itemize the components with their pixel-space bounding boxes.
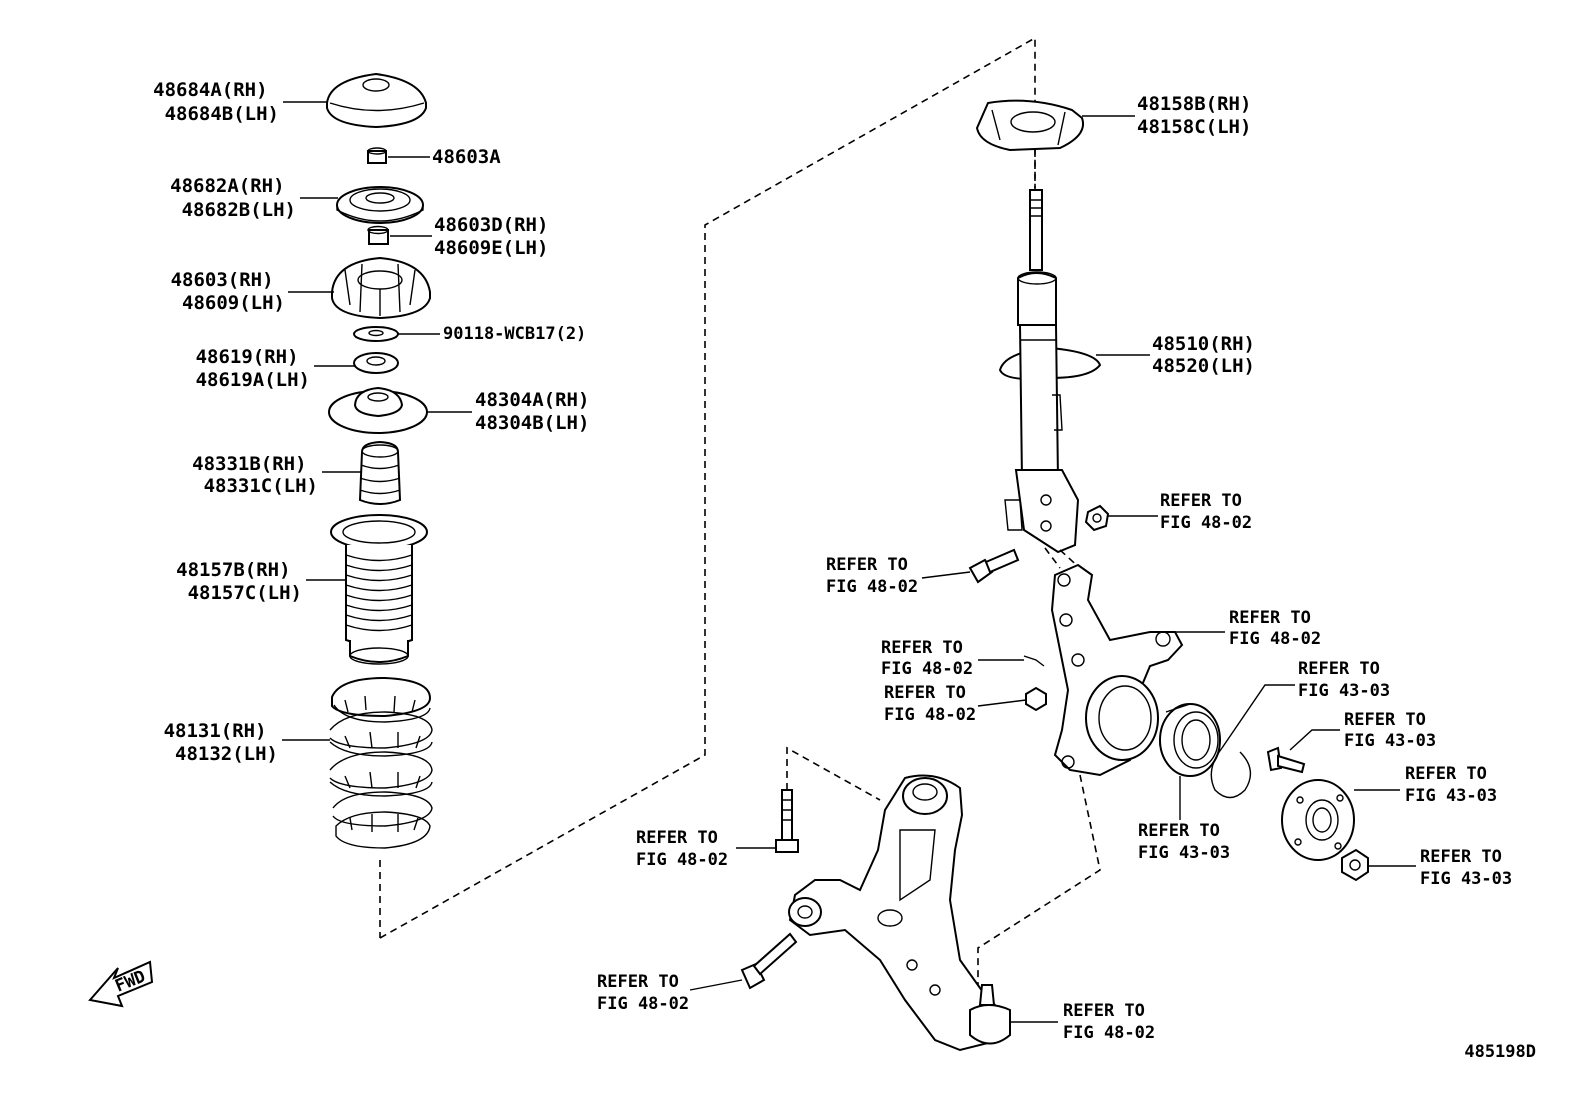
top-mount-cover-part[interactable] xyxy=(326,72,427,129)
left-leaders xyxy=(282,101,472,741)
callout-ref-ball-joint[interactable]: REFER TO FIG 48-02 xyxy=(1063,1001,1155,1043)
clip-part[interactable] xyxy=(1023,655,1045,667)
upper-insulator-part[interactable] xyxy=(975,99,1084,152)
callout-ref-nut-strut[interactable]: REFER TO FIG 48-02 xyxy=(1160,491,1252,533)
hub-nut-part[interactable] xyxy=(1341,848,1369,882)
callout-washer[interactable]: 90118-WCB17(2) xyxy=(443,324,586,344)
callout-ref-knuckle-arm[interactable]: REFER TO FIG 48-02 xyxy=(1229,608,1321,649)
strut-nut-part[interactable] xyxy=(1084,504,1110,532)
washer-part[interactable] xyxy=(353,326,399,342)
bumper-part[interactable] xyxy=(358,440,402,505)
callout-ref-bolt-strut[interactable]: REFER TO FIG 48-02 xyxy=(826,555,918,597)
callout-ref-arm-bolt-upper[interactable]: REFER TO FIG 48-02 xyxy=(636,828,728,870)
knuckle-nut-part[interactable] xyxy=(1025,686,1047,712)
callout-ref-snap-ring[interactable]: REFER TO FIG 43-03 xyxy=(1298,659,1390,701)
strut-part[interactable] xyxy=(998,189,1102,554)
arm-bolt-upper-part[interactable] xyxy=(775,789,799,853)
callout-labels: 48684A(RH) 48684B(LH) 48603A 48682A(RH) … xyxy=(153,79,1512,1043)
callout-bearing[interactable]: 48682A(RH) 48682B(LH) xyxy=(170,175,296,221)
fwd-arrow-icon: FWD xyxy=(88,960,154,1008)
hub-bolt-part[interactable] xyxy=(1266,746,1306,774)
callout-spacer[interactable]: 48619(RH) 48619A(LH) xyxy=(196,346,310,391)
coil-spring-part[interactable] xyxy=(329,676,433,849)
assembly-boundary xyxy=(379,36,1036,939)
callout-boot[interactable]: 48157B(RH) 48157C(LH) xyxy=(176,559,302,604)
callout-ref-hub[interactable]: REFER TO FIG 43-03 xyxy=(1405,764,1497,806)
nut-mid-part[interactable] xyxy=(367,225,389,245)
callout-strut[interactable]: 48510(RH) 48520(LH) xyxy=(1152,333,1266,377)
wheel-bearing-part[interactable] xyxy=(1159,703,1221,777)
callout-spring-seat[interactable]: 48304A(RH) 48304B(LH) xyxy=(475,389,601,434)
steering-knuckle-part[interactable] xyxy=(1050,563,1184,777)
lower-control-arm-part[interactable] xyxy=(788,774,1001,1052)
support-part[interactable] xyxy=(331,256,431,320)
strut-top-stack xyxy=(326,72,433,938)
callout-nut-top[interactable]: 48603A xyxy=(432,146,501,168)
callout-top-mount-cover[interactable]: 48684A(RH) 48684B(LH) xyxy=(153,79,279,125)
ball-joint-part[interactable] xyxy=(969,984,1011,1045)
nut-top-part[interactable] xyxy=(367,147,387,164)
callout-ref-hub-bolt[interactable]: REFER TO FIG 43-03 xyxy=(1344,710,1436,751)
callout-coil-spring[interactable]: 48131(RH) 48132(LH) xyxy=(164,720,278,765)
boot-part[interactable] xyxy=(330,514,428,665)
callout-support[interactable]: 48603(RH) 48609(LH) xyxy=(171,269,285,314)
callout-ref-arm-bolt-lower[interactable]: REFER TO FIG 48-02 xyxy=(597,972,689,1014)
arm-bolt-lower-part[interactable] xyxy=(740,932,798,990)
callout-upper-insulator[interactable]: 48158B(RH) 48158C(LH) xyxy=(1137,93,1263,138)
diagram-number: 485198D xyxy=(1464,1042,1536,1062)
callout-bumper[interactable]: 48331B(RH) 48331C(LH) xyxy=(192,453,318,497)
snap-ring-part[interactable] xyxy=(1210,747,1252,799)
callout-ref-wheel-bearing[interactable]: REFER TO FIG 43-03 xyxy=(1138,821,1230,863)
spring-seat-part[interactable] xyxy=(328,386,428,434)
strut-bolt-part[interactable] xyxy=(968,548,1020,584)
callout-nut-mid[interactable]: 48603D(RH) 48609E(LH) xyxy=(434,214,560,259)
callout-ref-nut-knuckle[interactable]: REFER TO FIG 48-02 xyxy=(884,683,976,725)
bearing-part[interactable] xyxy=(336,186,424,224)
spacer-part[interactable] xyxy=(353,352,399,374)
callout-ref-clip[interactable]: REFER TO FIG 48-02 xyxy=(881,638,973,679)
callout-ref-hub-nut[interactable]: REFER TO FIG 43-03 xyxy=(1420,847,1512,889)
hub-part[interactable] xyxy=(1281,779,1355,861)
